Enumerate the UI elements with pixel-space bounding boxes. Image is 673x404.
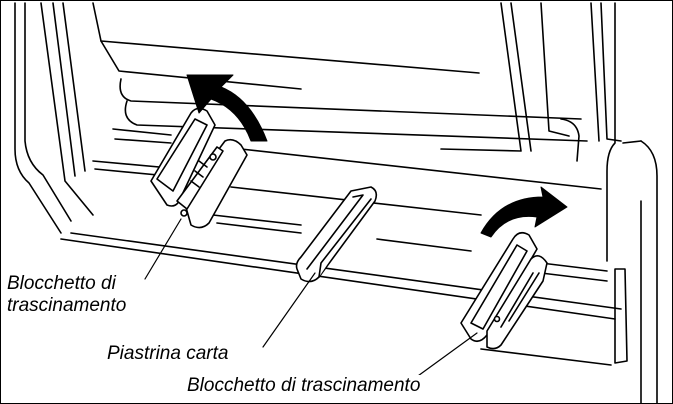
paper-support-label: Piastrina carta [105,343,231,365]
rotate-arrow-icon [480,186,568,238]
paper-support [295,186,378,283]
left-tractor-label-line1: Blocchetto di [7,273,116,294]
right-tractor-unit [460,231,548,350]
left-tractor-label-line2: trascinamento [7,295,127,316]
left-tractor-unit [150,107,248,229]
callout-leaders [144,218,478,382]
left-tractor-label: Blocchetto di trascinamento [5,273,128,317]
right-tractor-label: Blocchetto di trascinamento [185,375,423,397]
rotate-arrow-icon [186,74,268,142]
